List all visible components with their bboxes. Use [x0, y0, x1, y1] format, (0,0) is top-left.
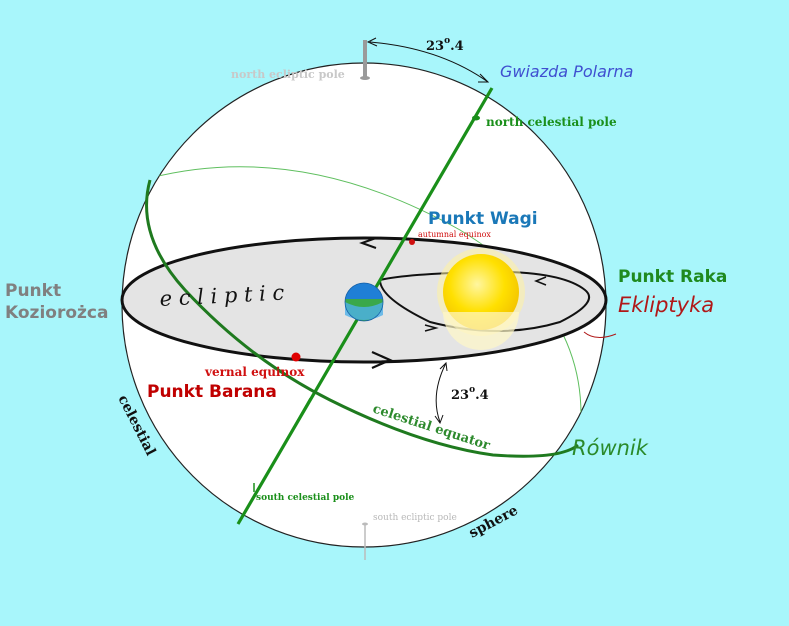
punkt-kozioroza-label-line1: Punkt	[5, 281, 61, 301]
celestial-equator	[145, 179, 579, 458]
autumnal-equinox-label: autumnal equinox	[418, 230, 491, 239]
sun-icon	[437, 248, 525, 350]
autumnal-equinox-point	[409, 239, 415, 245]
orbit-arrow-bottom	[371, 350, 393, 370]
north-celestial-pole-label: north celestial pole	[486, 115, 617, 129]
angle-top-label: 23o.4	[426, 36, 464, 54]
punkt-kozioroza-label-line2: Koziorożca	[5, 303, 108, 323]
tilt-arc-bottom-arrow-bottom	[434, 414, 444, 425]
punkt-raka-label: Punkt Raka	[618, 267, 727, 287]
orbit-arrow-top	[359, 237, 377, 249]
north-ecliptic-pole-marker	[363, 40, 367, 78]
north-ecliptic-pole-label: north ecliptic pole	[231, 68, 345, 81]
tilt-arc-top-arrow-left	[366, 37, 378, 47]
tilt-arc-bottom-arrow-top	[439, 361, 448, 372]
tilt-arc-top-arrow-right	[478, 73, 490, 83]
tilt-arc-top	[369, 41, 489, 83]
punkt-wagi-label: Punkt Wagi	[428, 209, 538, 229]
orbit-arrow-right	[533, 276, 547, 286]
north-ecliptic-pole-base	[360, 76, 370, 80]
south-ecliptic-pole-base	[362, 522, 368, 526]
gwiazda-polarna-label: Gwiazda Polarna	[500, 62, 633, 81]
vernal-equinox-label: vernal equinox	[204, 365, 305, 379]
equator-outline	[149, 166, 582, 451]
north-celestial-pole-marker	[472, 115, 480, 121]
rownik-label: Równik	[572, 436, 649, 460]
celestial-axis-lower-thin	[237, 397, 311, 525]
south-celestial-pole-label: south celestial pole	[256, 493, 355, 503]
south-ecliptic-pole-label: south ecliptic pole	[373, 513, 457, 523]
punkt-barana-label: Punkt Barana	[147, 382, 277, 402]
ekliptyka-pointer	[583, 331, 617, 338]
angle-bottom-label: 23o.4	[451, 385, 489, 403]
tilt-arc-bottom	[435, 362, 447, 423]
ekliptyka-label: Ekliptyka	[618, 293, 714, 317]
orbit-arrow-inner	[424, 324, 439, 332]
vernal-equinox-point	[291, 352, 301, 362]
earth-icon	[344, 282, 384, 322]
